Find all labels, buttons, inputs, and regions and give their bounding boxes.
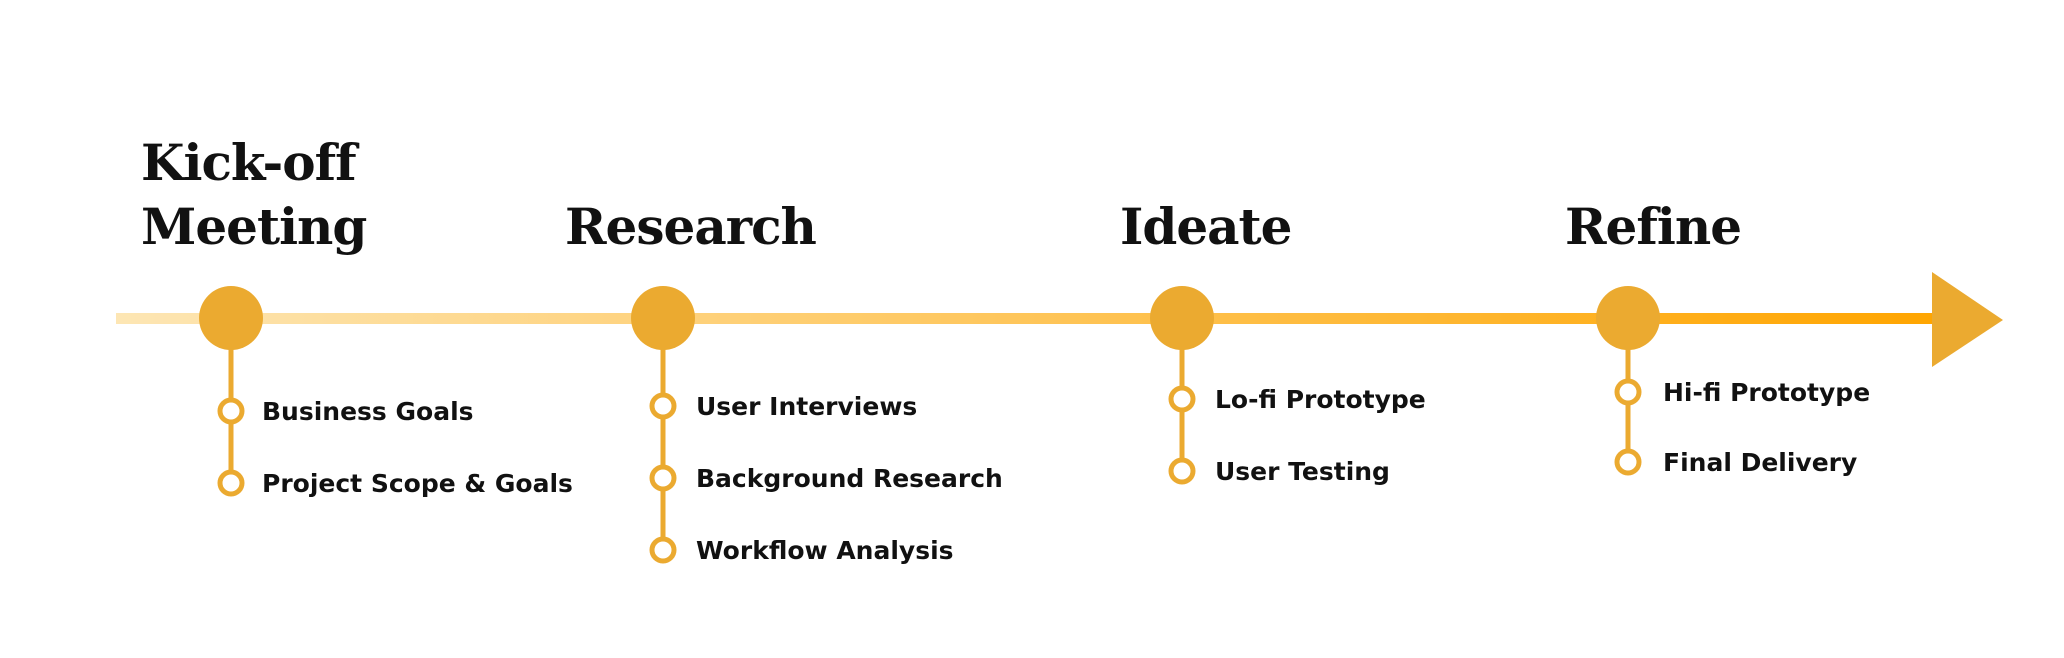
- step-label: Lo-fi Prototype: [1215, 385, 1426, 414]
- step-marker-icon: [1168, 457, 1196, 485]
- step-label: Business Goals: [262, 397, 474, 426]
- step-label: Workflow Analysis: [696, 536, 954, 565]
- milestone-marker: [199, 286, 263, 350]
- milestone-marker: [1596, 286, 1660, 350]
- step-label: User Testing: [1215, 457, 1390, 486]
- step-label: Background Research: [696, 464, 1003, 493]
- step-marker-icon: [649, 392, 677, 420]
- phase-title: Meeting: [141, 197, 366, 256]
- milestone-marker: [631, 286, 695, 350]
- timeline-line: [116, 313, 1940, 324]
- phase-title: Research: [565, 197, 817, 256]
- step-label: Final Delivery: [1663, 448, 1857, 477]
- step-marker-icon: [1614, 448, 1642, 476]
- milestone-marker: [1150, 286, 1214, 350]
- step-marker-icon: [649, 536, 677, 564]
- step-label: User Interviews: [696, 392, 917, 421]
- step-marker-icon: [1614, 378, 1642, 406]
- phase-title: Ideate: [1120, 197, 1291, 256]
- arrow-head-icon: [1932, 272, 2003, 367]
- step-marker-icon: [217, 397, 245, 425]
- step-label: Project Scope & Goals: [262, 469, 573, 498]
- step-marker-icon: [1168, 385, 1196, 413]
- step-label: Hi-fi Prototype: [1663, 378, 1870, 407]
- phase-title: Kick-off: [141, 133, 360, 192]
- step-marker-icon: [649, 464, 677, 492]
- phase-title: Refine: [1565, 197, 1741, 256]
- step-marker-icon: [217, 469, 245, 497]
